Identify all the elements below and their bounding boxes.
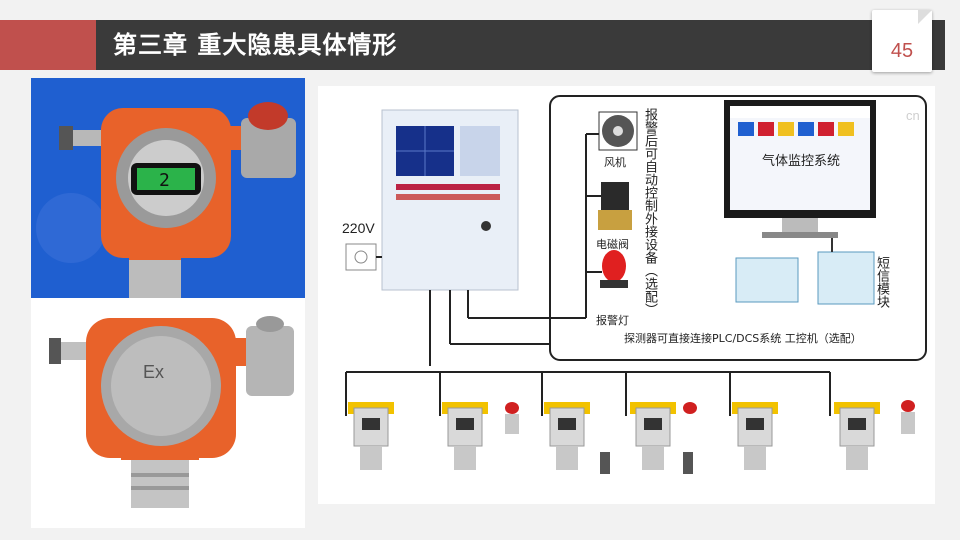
detector-1: [348, 402, 394, 470]
detector-4: [630, 402, 697, 474]
detector-3: [544, 402, 610, 474]
plc-dcs-label: 探测器可直接连接PLC/DCS系统 工控机（选配）: [624, 332, 862, 345]
detector-photo-top: 2: [31, 78, 305, 298]
detector-6: [834, 400, 915, 470]
title-bar: [0, 20, 945, 70]
slide-title: 第三章 重大隐患具体情形: [113, 31, 398, 59]
monitor-system-label: 气体监控系统: [762, 154, 841, 169]
sms-module-label: 短信模块: [874, 256, 889, 308]
svg-text:2: 2: [159, 170, 170, 191]
detector-photo-bottom: Ex: [31, 298, 305, 528]
wiring-diagram-graphics: [345, 95, 927, 474]
page-number-badge: 45: [872, 10, 932, 72]
voltage-label: 220V: [342, 220, 375, 236]
orange-gas-detector-lcd-image: 2: [31, 78, 305, 298]
svg-text:Ex: Ex: [143, 362, 164, 382]
auto-control-label: 报警后可自动控制外接设备（选配）: [642, 108, 657, 316]
detector-5: [732, 402, 778, 470]
alarm-light-label: 报警灯: [596, 314, 629, 327]
system-diagram: 220V 风机 电磁阀 报警灯 报警后可自动控制外接设备（选配） 气体监控系统 …: [318, 86, 935, 504]
orange-ex-gas-detector-image: Ex: [31, 298, 305, 528]
watermark-text: cn: [906, 108, 920, 123]
fan-label: 风机: [604, 156, 626, 169]
detector-2: [442, 402, 519, 470]
page-fold-corner: [918, 10, 932, 24]
valve-label: 电磁阀: [596, 238, 629, 251]
page-number: 45: [890, 40, 914, 62]
title-accent: [0, 20, 96, 70]
